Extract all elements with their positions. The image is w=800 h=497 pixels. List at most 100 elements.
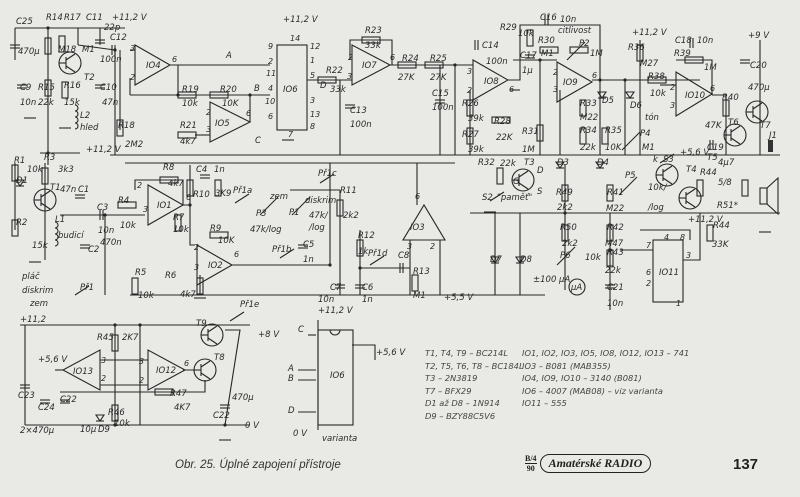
schematic-label: R40 — [722, 93, 739, 103]
schematic-label: 11 — [266, 69, 276, 78]
diode — [554, 161, 566, 169]
schematic-label: M22 — [580, 113, 598, 123]
schematic-label: µA — [570, 283, 582, 293]
inductor-coil — [74, 110, 79, 118]
magazine-name: Amatérské RADIO — [539, 454, 652, 473]
schematic-label: R12 — [358, 231, 375, 241]
wire — [683, 213, 701, 261]
schematic-label: C25 — [16, 17, 33, 27]
schematic-label: IO13 — [73, 367, 93, 377]
schematic-label: 10n — [98, 226, 114, 236]
schematic-label: 47k/log — [250, 225, 282, 235]
schematic-label: M22 — [606, 204, 624, 214]
speaker-cone-icon — [766, 176, 779, 216]
schematic-label: 9 — [268, 42, 273, 51]
schematic-label: 2 — [137, 181, 142, 190]
schematic-label: 5 — [310, 71, 315, 80]
schematic-label: +8 V — [258, 330, 280, 340]
schematic-label: C22 — [213, 411, 230, 421]
wire — [224, 329, 241, 426]
schematic-label: 1M — [590, 49, 603, 59]
schematic-label: S — [537, 187, 543, 197]
schematic-label: 13 — [310, 110, 320, 119]
page-number: 137 — [733, 456, 759, 473]
schematic-label: Př1b — [272, 245, 291, 255]
schematic-label: L1 — [55, 215, 65, 225]
schematic-label: C16 — [540, 13, 557, 23]
schematic-label: 470µ — [232, 393, 254, 403]
schematic-label: R51* — [717, 201, 738, 211]
schematic-label: R46 — [108, 408, 125, 418]
schematic-label: R20 — [220, 85, 237, 95]
schematic-label: C13 — [350, 106, 367, 116]
schematic-label: +5,6 V — [38, 355, 68, 365]
schematic-label: R3 — [44, 153, 55, 163]
schematic-label: R11 — [340, 186, 357, 196]
schematic-label: 15k — [32, 241, 49, 251]
potentiometer-wiper — [291, 196, 311, 216]
resistor — [741, 179, 749, 197]
schematic-label: 6 — [234, 250, 239, 259]
schematic-label: +5,6 V — [376, 348, 406, 358]
schematic-label: zem — [269, 192, 288, 202]
schematic-label: R47 — [170, 389, 187, 399]
wire — [134, 179, 184, 205]
issue-top: B/4 — [525, 454, 537, 464]
schematic-label: 2 — [467, 86, 472, 95]
schematic-label: D — [537, 166, 544, 176]
schematic-label: R5 — [135, 268, 146, 278]
schematic-label: +5,5 V — [444, 293, 474, 303]
schematic-label: P4 — [640, 129, 651, 139]
schematic-label: R30 — [538, 36, 555, 46]
schematic-label: 1k — [358, 247, 369, 257]
diode — [94, 414, 106, 422]
schematic-label: R33 — [580, 99, 597, 109]
schematic-label: 5/8 — [718, 178, 732, 188]
schematic-label: 2×470µ — [20, 426, 55, 436]
resistor — [356, 239, 364, 257]
op-amp — [134, 44, 172, 86]
wire — [752, 114, 763, 122]
schematic-label: tón — [645, 112, 659, 123]
wire — [685, 200, 696, 208]
inductor-coil — [74, 116, 79, 124]
potentiometer-wiper — [618, 176, 638, 196]
wire — [207, 337, 218, 345]
schematic-label: D8 — [520, 255, 533, 265]
wire — [40, 202, 51, 210]
schematic-label: 2 — [101, 374, 106, 383]
schematic-label: 3 — [310, 96, 315, 105]
wire — [183, 204, 195, 246]
resistor — [317, 76, 337, 84]
resistor — [186, 179, 194, 197]
schematic-label: C1 — [78, 185, 89, 195]
schematic-label: 3 — [670, 101, 675, 110]
schematic-label: C7 — [330, 283, 342, 293]
schematic-label: R7 — [173, 213, 185, 223]
schematic-label: 2 — [130, 73, 135, 82]
schematic-label: C4 — [196, 165, 207, 175]
resistor — [466, 127, 474, 145]
resistor — [361, 36, 381, 44]
resistor — [174, 214, 182, 232]
schematic-label: 10K — [222, 99, 240, 109]
schematic-label: +5,6 V — [680, 148, 710, 158]
op-amp — [209, 101, 252, 143]
schematic-label: 10K — [605, 143, 623, 153]
schematic-label: 3 — [347, 72, 352, 81]
schematic-label: 8 — [310, 122, 315, 131]
resistor — [536, 124, 544, 142]
resistor — [159, 176, 179, 184]
wire — [349, 39, 393, 65]
switch-contact — [369, 255, 385, 266]
schematic-label: +11,2 — [20, 315, 46, 325]
schematic-label: 2 — [430, 242, 435, 251]
wire — [508, 24, 601, 81]
schematic-label: J1 — [767, 131, 777, 141]
wire — [752, 102, 763, 110]
parts-list-item: T3 – 2N3819 — [425, 373, 478, 383]
junction-dot — [138, 323, 142, 327]
schematic-label: T6 — [728, 118, 739, 128]
schematic-label: R1 — [14, 156, 25, 166]
schematic-label: C22 — [60, 395, 77, 405]
